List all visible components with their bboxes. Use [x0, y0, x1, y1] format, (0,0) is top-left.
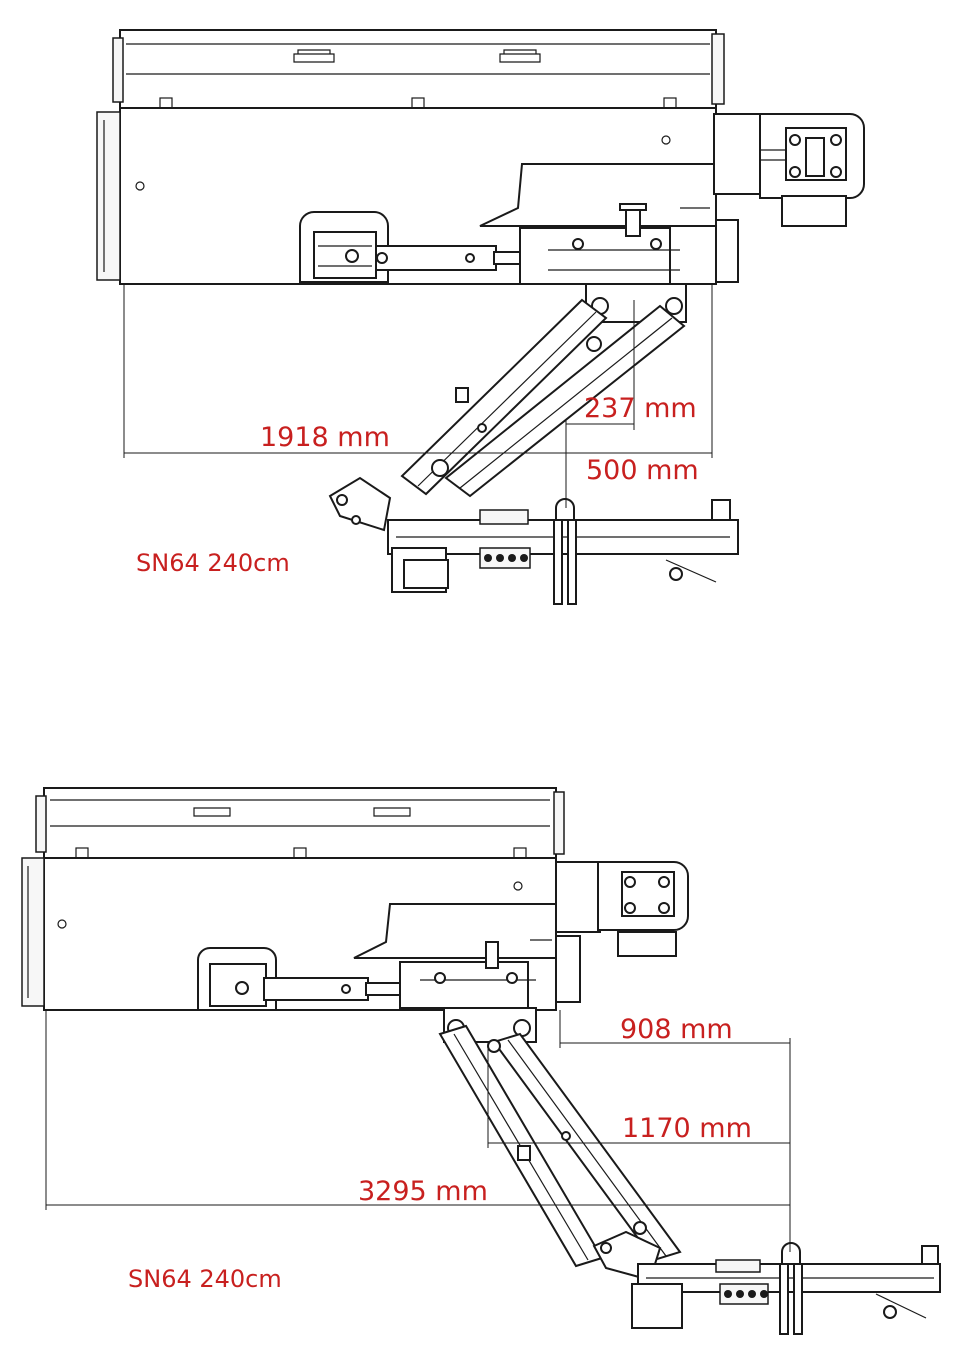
mower-hood: [112, 29, 725, 109]
dimension-label-middle-offset: 1170 mm: [622, 1113, 752, 1144]
mower-hood: [35, 787, 565, 859]
model-caption: SN64 240cm: [136, 549, 290, 577]
dimension-label-small-offset: 237 mm: [584, 393, 697, 424]
dimension-lines: [123, 284, 713, 508]
dimension-label-large-offset: 500 mm: [586, 455, 699, 486]
mower-drawing-top: [96, 29, 865, 605]
dimension-label-overall: 3295 mm: [358, 1176, 488, 1207]
cutter-head: [592, 1230, 941, 1329]
gearbox: [713, 113, 865, 227]
boom-arms: [400, 298, 686, 498]
hitch-post: [553, 498, 577, 605]
diagram-top: 1918 mm 237 mm 500 mm SN64 240cm: [0, 0, 970, 640]
hitch-post: [779, 1242, 803, 1335]
boom-arms: [438, 1024, 682, 1268]
mower-body: [21, 857, 581, 1011]
dimension-lines: [45, 1010, 791, 1252]
gearbox: [555, 861, 689, 957]
dimension-label-upper-offset: 908 mm: [620, 1014, 733, 1045]
mower-drawing-bottom: [21, 787, 941, 1335]
dimension-label-overall: 1918 mm: [260, 422, 390, 453]
pivot-head: [519, 203, 687, 323]
side-skid: [299, 211, 389, 283]
cutter-head: [328, 476, 739, 593]
diagram-bottom: 908 mm 1170 mm 3295 mm SN64 240cm: [0, 700, 970, 1356]
model-caption: SN64 240cm: [128, 1265, 282, 1293]
